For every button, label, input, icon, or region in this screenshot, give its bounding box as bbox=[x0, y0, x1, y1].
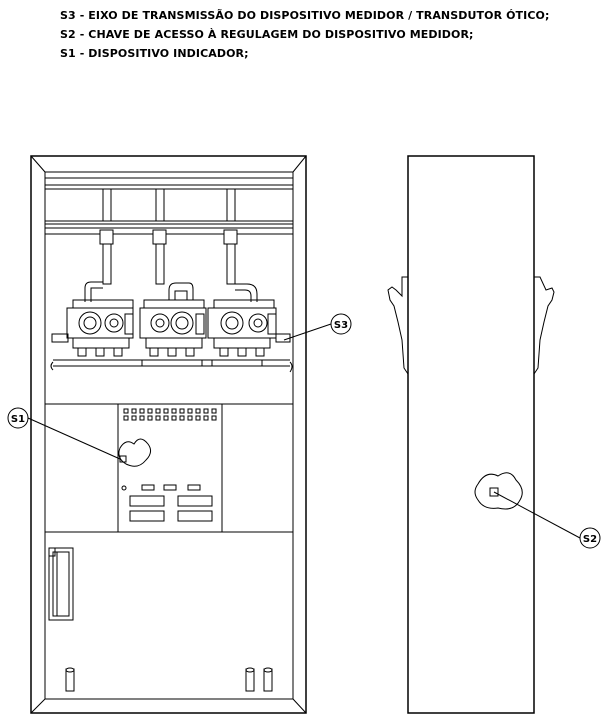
legend: S3 - EIXO DE TRANSMISSÃO DO DISPOSITIVO … bbox=[60, 6, 549, 63]
side-bracket-right bbox=[533, 276, 555, 376]
front-inner-frame bbox=[44, 171, 294, 700]
callout-s1: S1 bbox=[7, 407, 121, 460]
side-panel bbox=[407, 155, 535, 714]
cutaway-s2 bbox=[474, 472, 523, 510]
nozzle-bracket bbox=[48, 547, 74, 621]
side-view bbox=[387, 155, 555, 714]
cutaway-s1 bbox=[118, 438, 152, 467]
legend-line-s2: S2 - CHAVE DE ACESSO À REGULAGEM DO DISP… bbox=[60, 28, 474, 41]
legend-line-s1: S1 - DISPOSITIVO INDICADOR; bbox=[60, 47, 249, 60]
callout-s3: S3 bbox=[283, 313, 352, 341]
hose-pipes bbox=[84, 188, 258, 302]
display-computer bbox=[117, 403, 223, 533]
access-key bbox=[489, 487, 499, 497]
tag-s3: S3 bbox=[334, 320, 348, 331]
floor-fittings bbox=[65, 667, 273, 692]
meter-module-1 bbox=[66, 299, 134, 357]
front-view bbox=[30, 155, 307, 714]
vent-slots bbox=[123, 408, 217, 421]
side-bracket-left bbox=[387, 276, 409, 376]
front-outer-frame bbox=[30, 155, 307, 714]
tag-s1: S1 bbox=[11, 414, 25, 425]
meter-module-3 bbox=[207, 299, 277, 357]
meter-module-2 bbox=[139, 299, 207, 357]
legend-line-s3: S3 - EIXO DE TRANSMISSÃO DO DISPOSITIVO … bbox=[60, 9, 550, 22]
callout-s2: S2 bbox=[493, 491, 601, 549]
tag-s2: S2 bbox=[583, 534, 597, 545]
